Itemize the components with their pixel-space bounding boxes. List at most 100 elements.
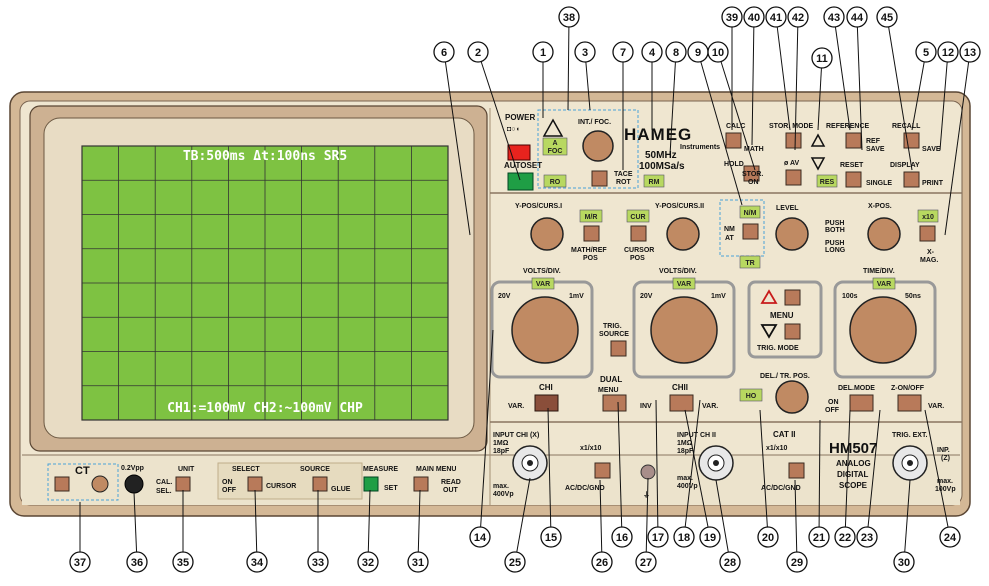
callout-leader-line [367, 489, 371, 563]
xpos-knob[interactable] [867, 217, 901, 251]
hold-label: HOLD [724, 161, 744, 168]
callout-circle [719, 551, 741, 573]
cursor-pos-button[interactable] [630, 225, 647, 242]
input-ch2-label: INPUT CH II [677, 432, 716, 439]
ypos2-knob[interactable] [666, 217, 700, 251]
display-button[interactable] [903, 171, 920, 188]
reference-label: REFERENCE [826, 123, 870, 130]
callout-circle [612, 41, 634, 63]
cursor-pos-label2: POS [630, 255, 645, 262]
trig-ext-label: TRIG. EXT. [892, 432, 927, 439]
ref-save-label2: SAVE [866, 146, 885, 153]
del-tr-pos-label: DEL./ TR. POS. [760, 373, 810, 380]
z-on-off-button[interactable] [897, 394, 922, 412]
source-label: SOURCE [300, 466, 330, 473]
callout-number: 41 [770, 12, 782, 24]
trig-source-button[interactable] [610, 340, 627, 357]
tag-var-a [531, 277, 555, 290]
callout-number: 5 [923, 47, 929, 59]
max2-label: max. [677, 475, 693, 482]
callout-number: 24 [944, 532, 957, 544]
time-div-knob[interactable] [849, 296, 917, 364]
ct-label: CT [75, 465, 90, 477]
max3-label: max. [937, 478, 953, 485]
measure-button[interactable] [363, 476, 379, 492]
callout-circle [939, 526, 961, 548]
input-ch1-spec2: 18pF [493, 448, 510, 455]
chii-var-button[interactable] [669, 394, 694, 412]
nm-at-button[interactable] [742, 223, 759, 240]
level-knob[interactable] [775, 217, 809, 251]
callout-number: 2 [475, 47, 481, 59]
cal-output-jack[interactable] [124, 474, 144, 494]
read-out-label: READ [441, 479, 461, 486]
cal-sel-label: CAL. [156, 479, 172, 486]
desc2-label: DIGITAL [837, 470, 869, 479]
trig-mode-button[interactable] [784, 323, 801, 340]
measure-label: MEASURE [363, 466, 398, 473]
int-foc-knob[interactable] [582, 130, 614, 162]
unit-button[interactable] [175, 476, 191, 492]
cursor-label: CURSOR [266, 483, 296, 490]
acdcgnd2-label: AC/DC/GND [761, 485, 801, 492]
tag-tr [739, 255, 761, 269]
ct-jack[interactable] [91, 475, 109, 493]
input-ch2-spec: 1MΩ [677, 440, 693, 447]
volts2-min-label: 1mV [711, 293, 726, 300]
autoset-button[interactable] [507, 172, 534, 191]
time-max-label: 100s [842, 293, 858, 300]
callout-number: 14 [474, 532, 487, 544]
callout-leader-line [751, 16, 755, 146]
print-label: PRINT [922, 180, 944, 187]
calc-button[interactable] [725, 132, 742, 149]
xmag-button[interactable] [919, 225, 936, 242]
ypos2-label: Y-POS/CURS.II [655, 203, 704, 210]
callout-number: 28 [724, 557, 736, 569]
var1-label: VAR. [508, 403, 524, 410]
stor-mode-button[interactable] [785, 132, 802, 149]
reset-button[interactable] [845, 171, 862, 188]
menu-down-icon [760, 324, 778, 339]
tag-var-c [872, 277, 896, 290]
avg-button[interactable] [785, 169, 802, 186]
acdcgnd1-button[interactable] [594, 462, 611, 479]
del-mode-button[interactable] [849, 394, 874, 412]
source-button[interactable] [312, 476, 328, 492]
trace-rot-button[interactable] [591, 170, 608, 187]
volts1-knob[interactable] [511, 296, 579, 364]
ypos1-knob[interactable] [530, 217, 564, 251]
math-ref-button[interactable] [583, 225, 600, 242]
ground-jack[interactable] [640, 464, 656, 480]
acdcgnd2-button[interactable] [788, 462, 805, 479]
callout-number: 17 [652, 532, 664, 544]
desc1-label: ANALOG [836, 459, 871, 468]
ct-button[interactable] [54, 476, 70, 492]
nm-at-label: NM [724, 226, 735, 233]
callout-circle [915, 41, 937, 63]
callout-circle [876, 6, 898, 28]
main-menu-button[interactable] [413, 476, 429, 492]
callout-leader-line [817, 57, 823, 131]
avg-label: ø AV [784, 160, 799, 167]
callout-circle [846, 6, 868, 28]
reference-button[interactable] [845, 132, 862, 149]
callout-circle [641, 41, 663, 63]
on-off-label2: OFF [825, 407, 840, 414]
menu-up-button[interactable] [784, 289, 801, 306]
callout-number: 36 [131, 557, 143, 569]
del-tr-pos-knob[interactable] [775, 380, 809, 414]
math-ref-label2: POS [583, 255, 598, 262]
volts2-knob[interactable] [650, 296, 718, 364]
callout-leader-line [655, 399, 659, 538]
ch1-bnc-pin [527, 460, 533, 466]
dashed-group-foc [537, 109, 639, 189]
cursor-select-button[interactable] [247, 476, 263, 492]
callout-number: 23 [861, 532, 873, 544]
tag-rm [643, 174, 665, 188]
power-button[interactable] [507, 144, 531, 161]
chi-var-button[interactable] [534, 394, 559, 412]
callout-circle [558, 6, 580, 28]
screen-top-readout: TB:500ms Δt:100ns SR5 [183, 149, 347, 164]
ref-save-label: REF [866, 138, 881, 145]
dual-menu-button[interactable] [602, 394, 627, 412]
